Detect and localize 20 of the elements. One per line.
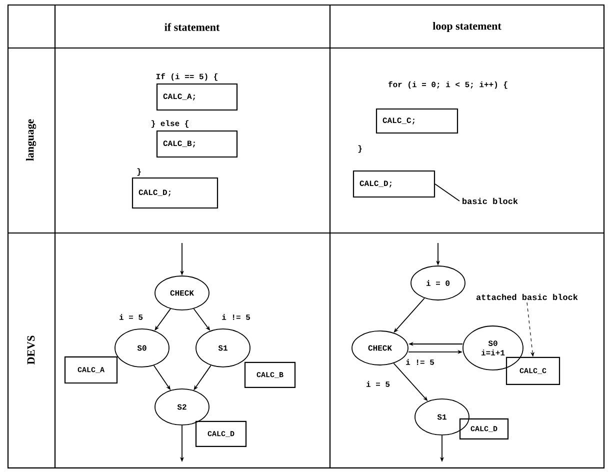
column-header: loop statement xyxy=(432,22,502,32)
code-box: CALC_B; xyxy=(156,130,238,158)
code-box: CALC_C; xyxy=(376,108,458,134)
edge-label: i != 5 xyxy=(406,359,434,365)
row-header: language xyxy=(26,119,36,161)
code-box: CALC_D; xyxy=(352,170,436,198)
code-line: for (i = 0; i < 5; i++) { xyxy=(388,81,508,89)
edge-label: i != 5 xyxy=(222,314,250,320)
code-line: } else { xyxy=(152,120,188,128)
code-line: } xyxy=(137,168,141,176)
leader-line xyxy=(434,184,460,202)
edge-label: i = 5 xyxy=(366,381,390,387)
row-header: DEVS xyxy=(27,336,35,364)
column-header: if statement xyxy=(164,23,220,31)
annotation-text: attached basic block xyxy=(476,294,578,300)
code-box: CALC_D; xyxy=(132,177,218,209)
annotation-text: basic block xyxy=(462,198,518,204)
edge-label: i = 5 xyxy=(119,314,143,320)
code-line: } xyxy=(358,145,362,153)
code-box: CALC_A; xyxy=(156,83,238,111)
